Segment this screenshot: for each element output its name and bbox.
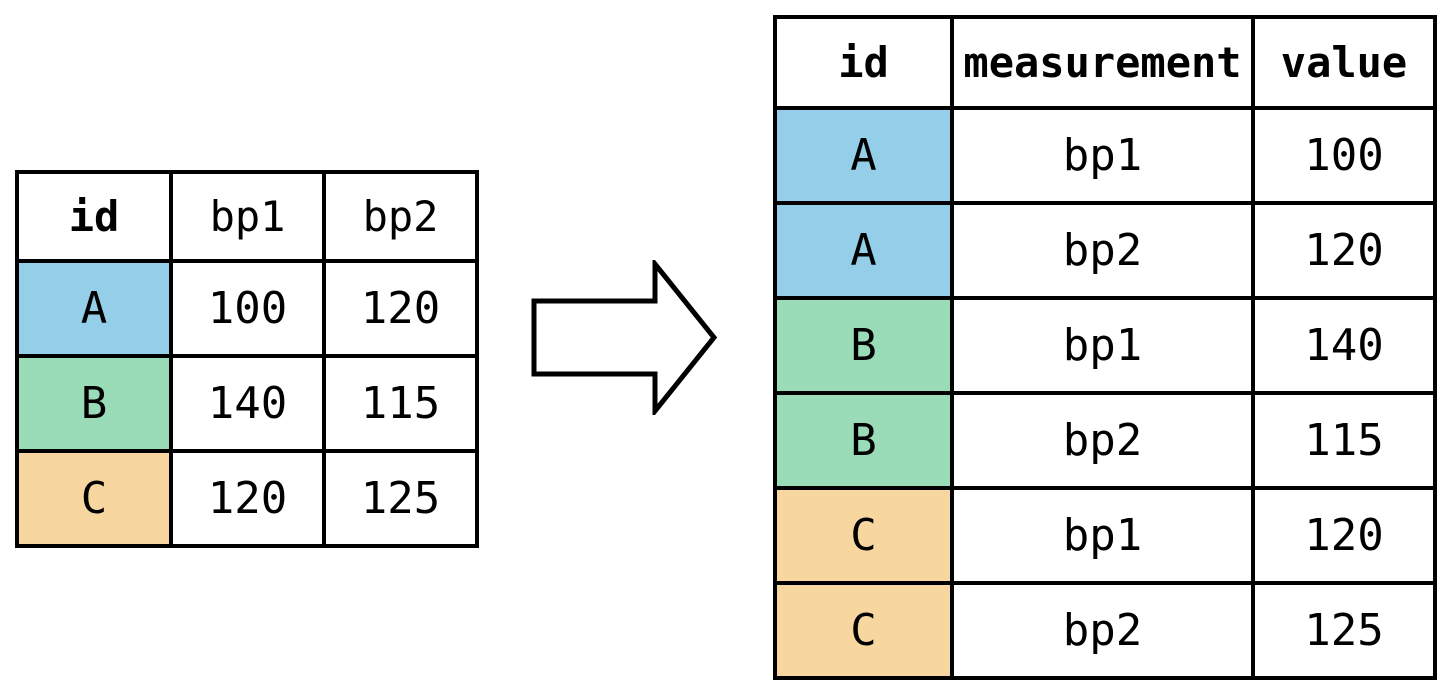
table-row: B 140 115	[15, 354, 479, 453]
id-cell: C	[15, 449, 173, 548]
table-row: C bp1 120	[773, 486, 1437, 585]
long-header-value: value	[1251, 15, 1437, 110]
long-table-header-row: id measurement value	[773, 15, 1437, 110]
bp1-cell: 140	[169, 354, 326, 453]
measurement-cell: bp1	[950, 106, 1255, 205]
right-block-arrow-icon	[530, 260, 720, 415]
bp2-cell: 125	[322, 449, 479, 548]
bp2-cell: 120	[322, 259, 479, 358]
wide-header-bp1: bp1	[169, 170, 326, 263]
wide-table: id bp1 bp2 A 100 120 B 140 115 C 120 125	[15, 170, 479, 548]
measurement-cell: bp1	[950, 486, 1255, 585]
id-cell: A	[15, 259, 173, 358]
table-row: A bp1 100	[773, 106, 1437, 205]
wide-table-header-row: id bp1 bp2	[15, 170, 479, 263]
measurement-cell: bp2	[950, 201, 1255, 300]
id-cell: B	[773, 391, 954, 490]
table-row: B bp2 115	[773, 391, 1437, 490]
id-cell: C	[773, 581, 954, 680]
id-cell: A	[773, 201, 954, 300]
value-cell: 125	[1251, 581, 1437, 680]
bp1-cell: 100	[169, 259, 326, 358]
value-cell: 100	[1251, 106, 1437, 205]
measurement-cell: bp1	[950, 296, 1255, 395]
long-table: id measurement value A bp1 100 A bp2 120…	[773, 15, 1437, 680]
measurement-cell: bp2	[950, 391, 1255, 490]
bp2-cell: 115	[322, 354, 479, 453]
table-row: C bp2 125	[773, 581, 1437, 680]
id-cell: C	[773, 486, 954, 585]
value-cell: 120	[1251, 201, 1437, 300]
table-row: A bp2 120	[773, 201, 1437, 300]
table-row: A 100 120	[15, 259, 479, 358]
id-cell: B	[773, 296, 954, 395]
measurement-cell: bp2	[950, 581, 1255, 680]
wide-header-bp2: bp2	[322, 170, 479, 263]
value-cell: 140	[1251, 296, 1437, 395]
id-cell: B	[15, 354, 173, 453]
long-header-id: id	[773, 15, 954, 110]
wide-header-id: id	[15, 170, 173, 263]
table-row: C 120 125	[15, 449, 479, 548]
long-header-measurement: measurement	[950, 15, 1255, 110]
bp1-cell: 120	[169, 449, 326, 548]
id-cell: A	[773, 106, 954, 205]
table-row: B bp1 140	[773, 296, 1437, 395]
value-cell: 115	[1251, 391, 1437, 490]
value-cell: 120	[1251, 486, 1437, 585]
